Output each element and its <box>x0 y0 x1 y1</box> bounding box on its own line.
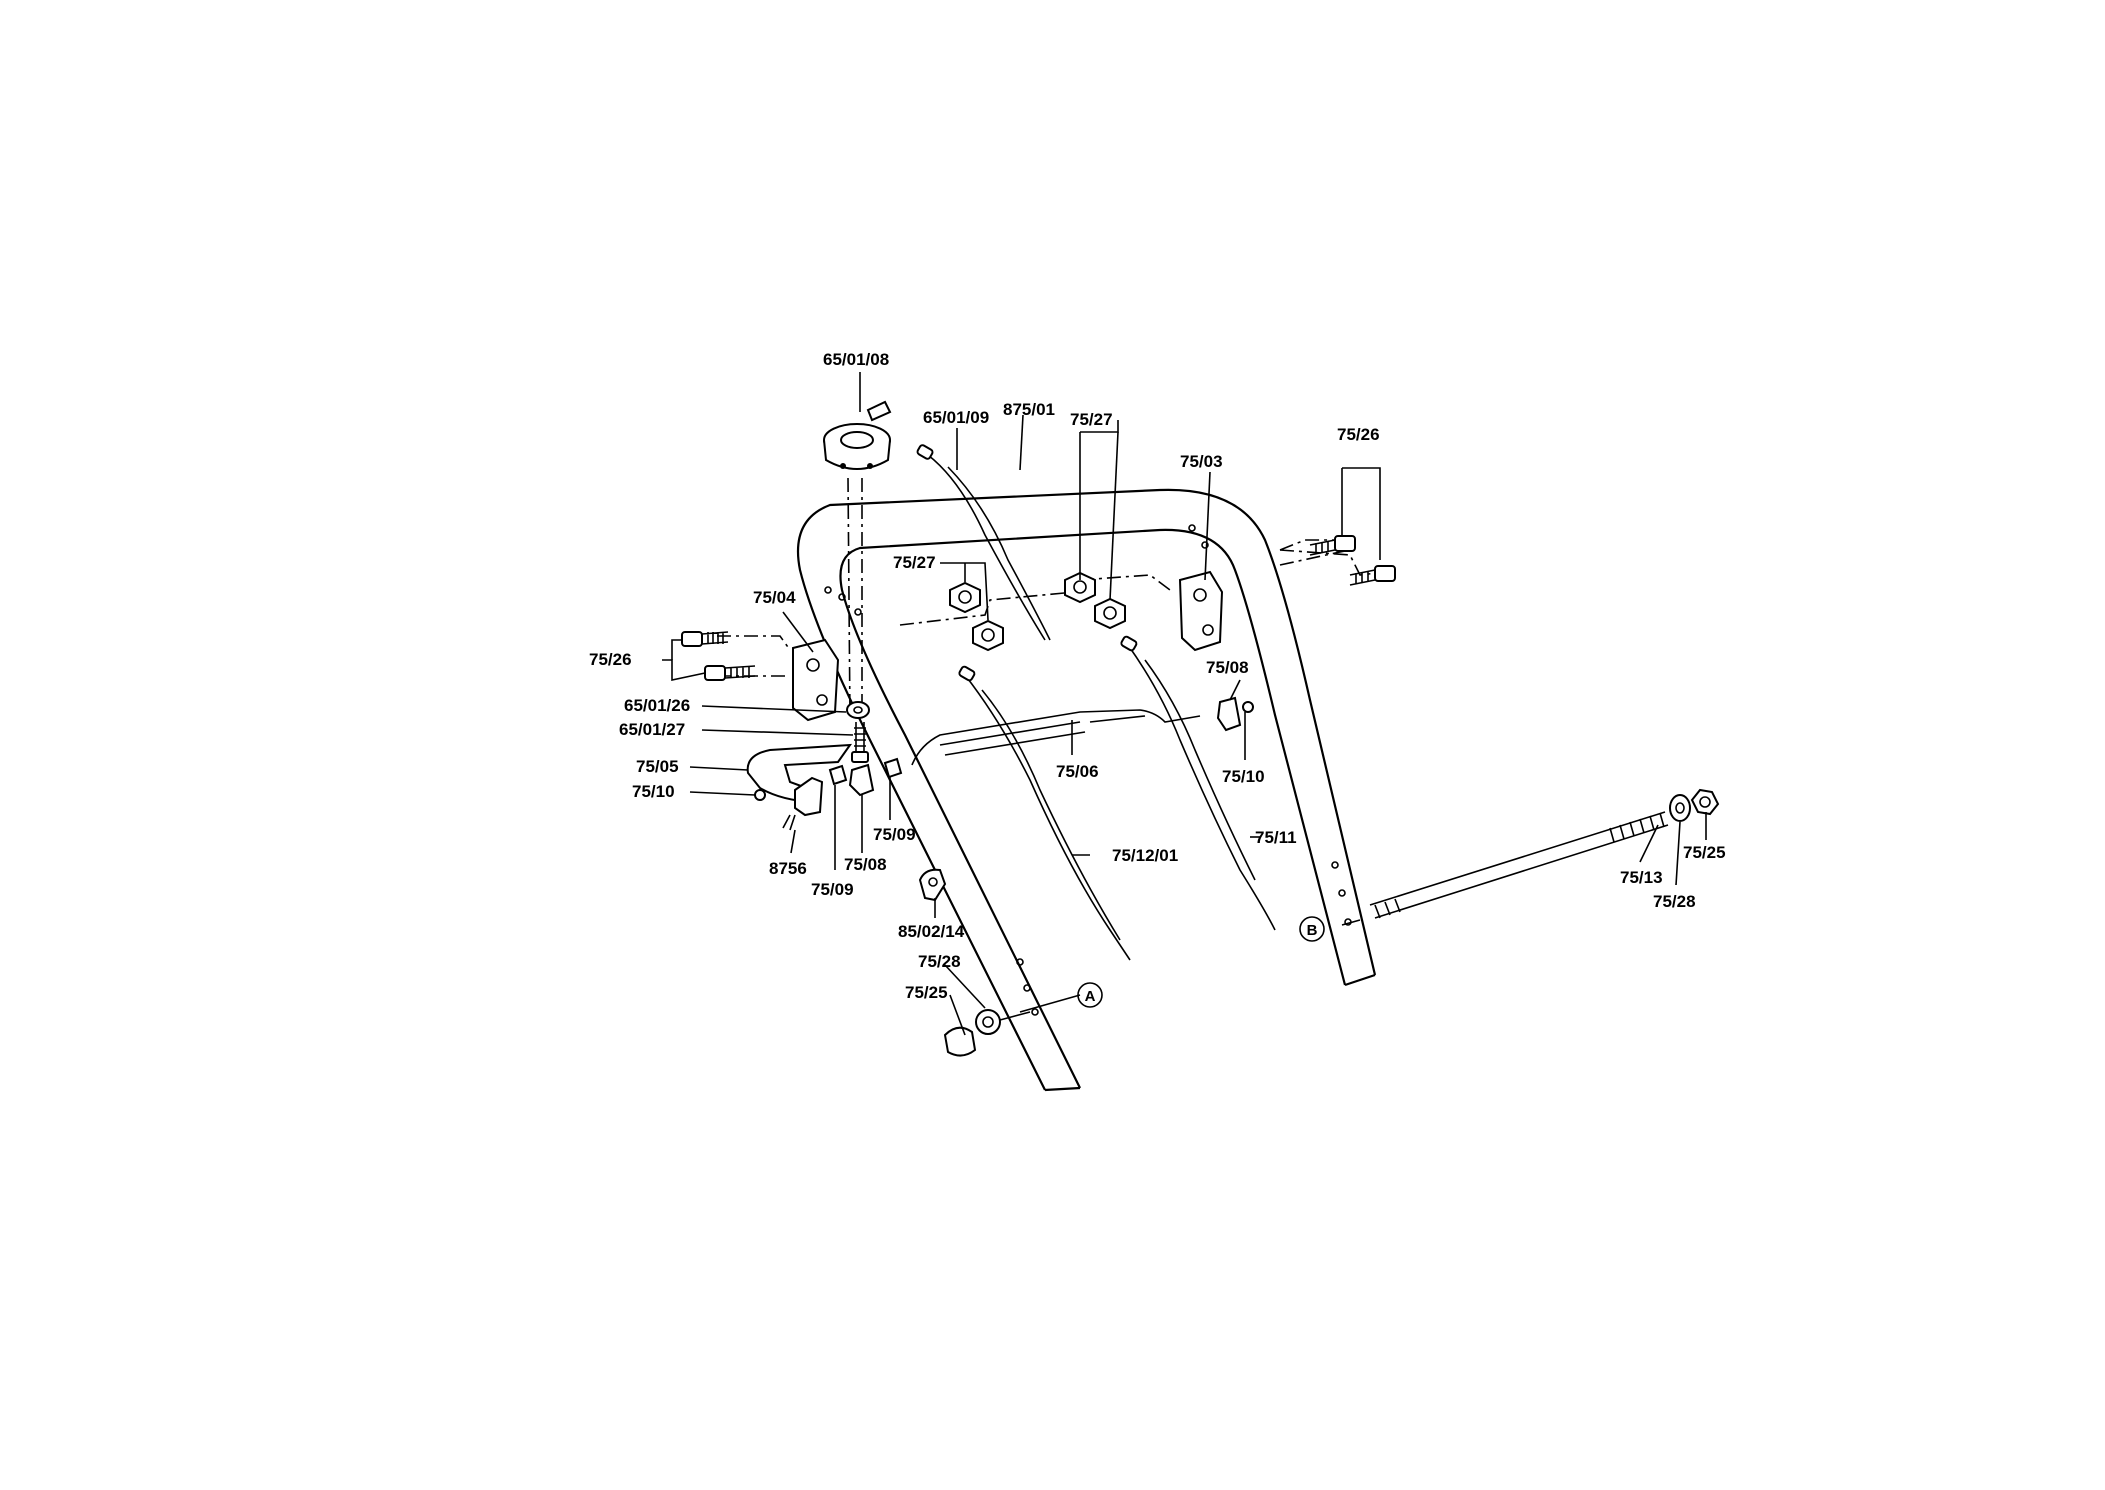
label-875-01: 875/01 <box>1003 400 1055 419</box>
label-75-28-bottom: 75/28 <box>918 952 961 971</box>
label-75-08-right: 75/08 <box>1206 658 1249 677</box>
label-75-11: 75/11 <box>1255 828 1297 847</box>
label-75-03: 75/03 <box>1180 452 1223 471</box>
handle-frame <box>796 488 1377 1092</box>
label-8756: 8756 <box>769 859 807 878</box>
hardware-parts <box>681 535 1720 1057</box>
label-65-01-26: 65/01/26 <box>624 696 690 715</box>
label-75-09-right: 75/09 <box>873 825 916 844</box>
marker-a: A <box>1077 982 1103 1008</box>
label-75-27-mid: 75/27 <box>893 553 936 572</box>
label-75-12-01: 75/12/01 <box>1112 846 1178 865</box>
label-75-04: 75/04 <box>753 588 796 607</box>
label-75-26-left: 75/26 <box>589 650 632 669</box>
label-75-08-bottom: 75/08 <box>844 855 887 874</box>
label-75-25-right: 75/25 <box>1683 843 1726 862</box>
cables <box>916 444 1276 961</box>
label-65-01-27: 65/01/27 <box>619 720 685 739</box>
label-85-02-14: 85/02/14 <box>898 922 965 941</box>
label-75-10-right: 75/10 <box>1222 767 1265 786</box>
adjuster-knob <box>823 400 892 470</box>
label-75-25-bottom: 75/25 <box>905 983 948 1002</box>
marker-a-text: A <box>1085 988 1096 1005</box>
label-65-01-08: 65/01/08 <box>823 350 889 369</box>
leader-lines <box>662 372 1707 1036</box>
label-75-27-top: 75/27 <box>1070 410 1113 429</box>
label-75-26-right: 75/26 <box>1337 425 1380 444</box>
label-75-05: 75/05 <box>636 757 679 776</box>
label-75-28-right: 75/28 <box>1653 892 1696 911</box>
cross-tie-bar <box>911 709 1201 766</box>
label-75-09-bottom: 75/09 <box>811 880 854 899</box>
marker-b: B <box>1299 916 1325 942</box>
label-65-01-09: 65/01/09 <box>923 408 989 427</box>
label-75-10-left: 75/10 <box>632 782 675 801</box>
label-75-06: 75/06 <box>1056 762 1099 781</box>
part-labels: 65/01/08 65/01/09 875/01 75/27 75/03 75/… <box>589 350 1726 1002</box>
marker-b-text: B <box>1307 922 1318 939</box>
label-75-13: 75/13 <box>1620 868 1663 887</box>
